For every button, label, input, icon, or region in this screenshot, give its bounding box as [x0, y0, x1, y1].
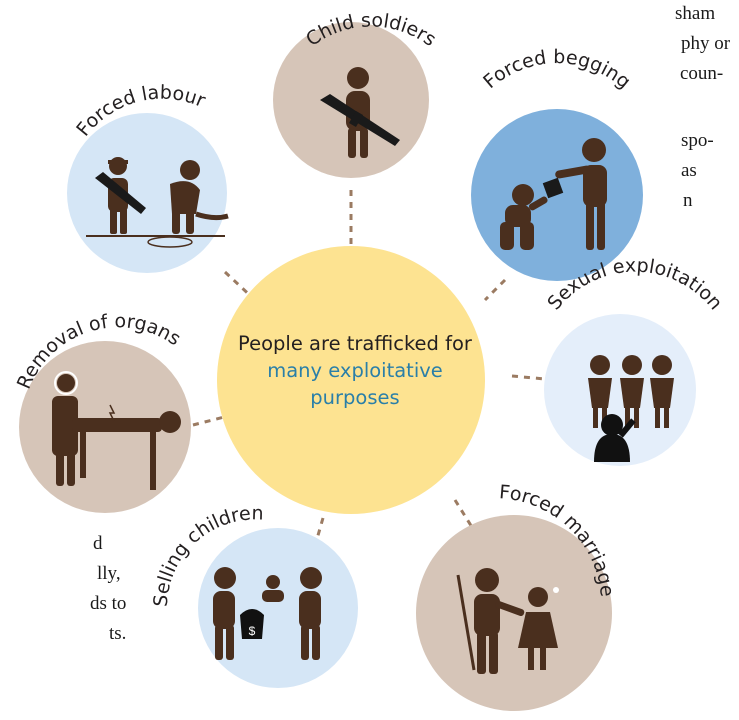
- background-text-8: lly,: [97, 563, 121, 584]
- organ-removal-icon: [52, 371, 181, 490]
- center-line-3: purposes: [310, 386, 400, 409]
- sexual-exploitation-icon: [588, 355, 674, 462]
- purpose-sexual-exploitation: [544, 314, 696, 466]
- background-text-7: d: [93, 533, 103, 554]
- center-circle: [217, 246, 485, 514]
- purpose-forced-marriage: [416, 515, 612, 711]
- background-text-3: coun-: [680, 63, 724, 84]
- purpose-selling-children: $: [198, 528, 358, 688]
- background-text-1: sham: [675, 3, 716, 24]
- center-line-2: many exploitative: [267, 359, 443, 382]
- connector-forced-begging: [483, 278, 507, 302]
- forced-marriage-icon: [456, 568, 559, 674]
- background-text-5: as: [681, 160, 697, 181]
- connector-sexual-exploitation: [511, 374, 546, 381]
- background-text-9: ds to: [90, 593, 127, 614]
- background-text-10: ts.: [109, 623, 127, 644]
- label-forced-begging: Forced begging: [479, 46, 634, 93]
- purpose-forced-labour: [67, 113, 229, 273]
- dollar-icon: $: [249, 624, 256, 638]
- forced-labour-icon: [86, 157, 229, 248]
- child-soldier-icon: [320, 67, 400, 158]
- background-text-2: phy or: [681, 33, 731, 54]
- background-text-6: n: [683, 190, 693, 211]
- background-text-4: spo-: [681, 130, 714, 151]
- purpose-removal-of-organs: [19, 341, 191, 513]
- purpose-child-soldiers: [273, 22, 429, 178]
- begging-icon: [500, 138, 607, 250]
- selling-children-icon: $: [213, 567, 322, 660]
- center-caption: People are trafficked for many exploitat…: [224, 330, 486, 411]
- purpose-forced-begging: [471, 109, 643, 281]
- center-line-1: People are trafficked for: [238, 332, 472, 355]
